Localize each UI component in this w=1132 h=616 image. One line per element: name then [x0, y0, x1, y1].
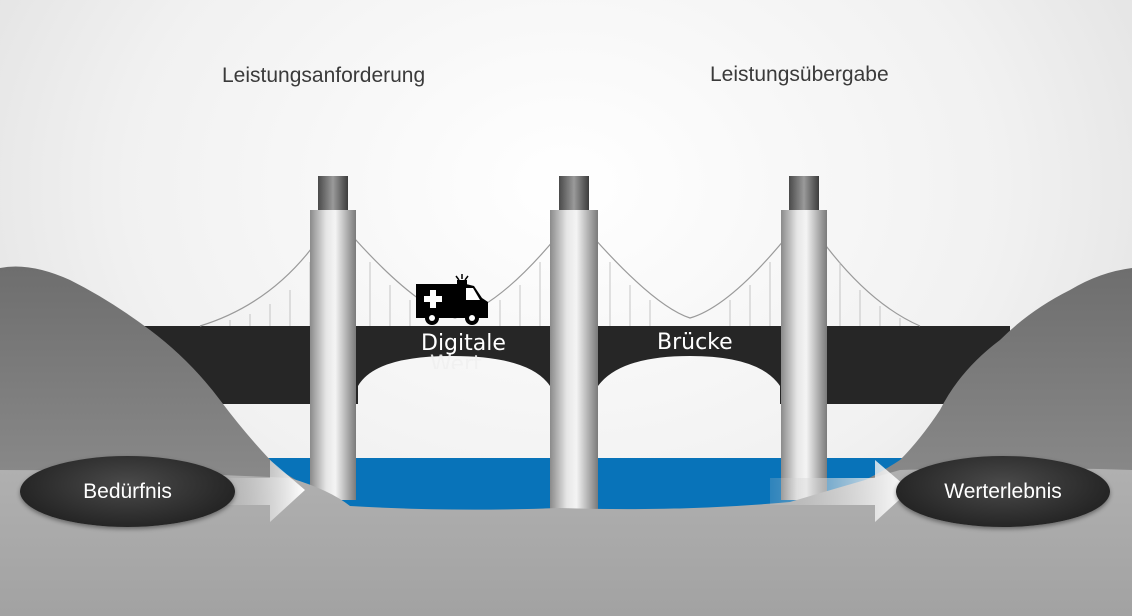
ellipse-beduerfnis: Bedürfnis: [20, 456, 235, 527]
deck-label-digitale: Digitale: [421, 331, 506, 356]
pillar-right: [781, 176, 827, 500]
label-werterlebnis: Werterlebnis: [944, 479, 1062, 503]
label-leistungsanforderung: Leistungsanforderung: [222, 64, 426, 87]
deck-label-wert: Wert: [430, 352, 482, 377]
pillar-center: [550, 176, 598, 510]
pillar-left: [310, 176, 356, 500]
arrow-right-icon: [225, 460, 305, 522]
label-beduerfnis: Bedürfnis: [83, 479, 172, 503]
ambulance-icon: [416, 274, 488, 325]
ellipse-werterlebnis: Werterlebnis: [896, 456, 1110, 527]
deck-label-bruecke: Brücke: [657, 330, 733, 355]
label-leistungsuebergabe: Leistungsübergabe: [710, 63, 889, 86]
arrow-right-icon: [770, 460, 910, 522]
